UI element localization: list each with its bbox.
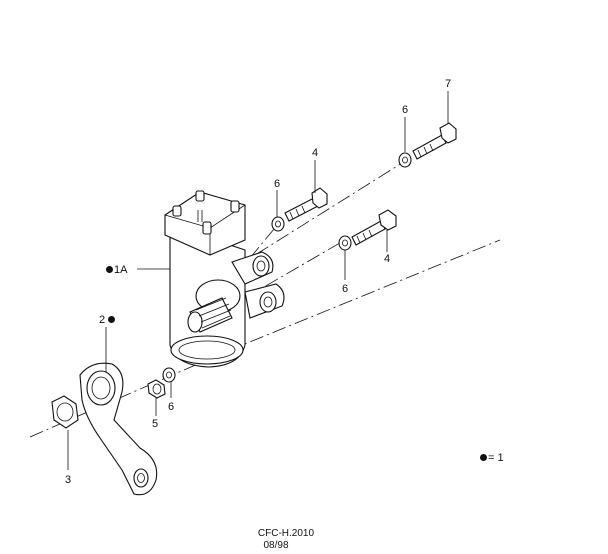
callout-5: 5: [152, 418, 159, 430]
callout-4-top: 4: [312, 147, 319, 159]
legend-text: = 1: [488, 452, 504, 464]
filled-dot-icon: [480, 454, 487, 461]
steering-gear-housing: [164, 190, 285, 368]
drawing-date: 08/98: [263, 540, 289, 551]
callout-6-right-top: 6: [402, 104, 409, 116]
callout-6-right-mid: 6: [342, 283, 349, 295]
leader-lines: [67, 91, 449, 470]
callout-6-low: 6: [168, 401, 175, 413]
drawing-code: CFC-H.2010: [257, 528, 315, 539]
legend-dot-equals-one: = 1: [480, 452, 504, 464]
lock-nut-small: [147, 379, 166, 399]
washer-lower: [162, 367, 176, 383]
callout-4-right: 4: [384, 253, 391, 265]
pitman-arm-nut: [51, 395, 79, 429]
callout-1a-text: 1A: [114, 264, 128, 276]
bolt-upper: [284, 187, 328, 222]
pitman-arm: [79, 362, 158, 496]
washer-upper-left: [271, 216, 285, 232]
filled-dot-icon: [108, 316, 116, 323]
filled-dot-icon: [106, 266, 113, 273]
callout-2-text: 2: [99, 314, 106, 326]
callout-2: 2: [99, 314, 116, 326]
callout-6-top: 6: [274, 178, 281, 190]
bolt-long: [412, 122, 457, 160]
bolt-right: [351, 209, 397, 246]
callout-1a: 1A: [106, 264, 127, 276]
washer-right-mid: [338, 235, 352, 251]
callout-7: 7: [445, 78, 452, 90]
callout-3: 3: [65, 474, 72, 486]
washer-right-top: [398, 152, 412, 168]
